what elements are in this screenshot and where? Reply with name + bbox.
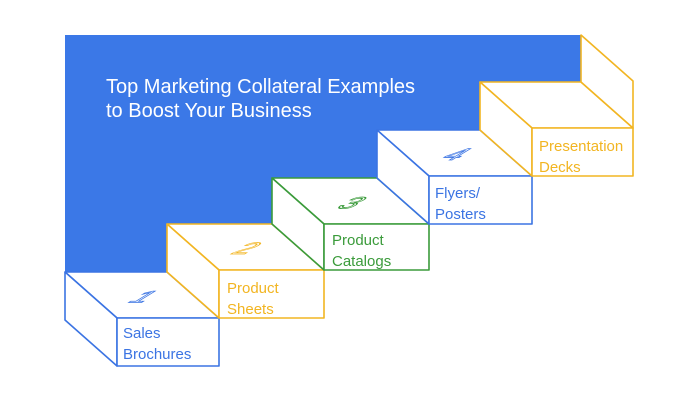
step-4-label-line-2: Posters — [435, 206, 486, 223]
step-4-block — [376, 129, 533, 225]
step-1-label-line-1: Sales — [123, 325, 161, 342]
step-5-label-line-2: Decks — [539, 159, 581, 176]
blue-background-panel — [65, 35, 581, 272]
step-5-label: Presentation Decks — [539, 136, 623, 178]
step-2-label: Product Sheets — [227, 278, 279, 320]
step-4-label: Flyers/ Posters — [435, 183, 486, 225]
step-3-label-line-1: Product — [332, 232, 384, 249]
step-1-label: Sales Brochures — [123, 323, 191, 365]
step-4-label-line-1: Flyers/ — [435, 185, 480, 202]
step-1-label-line-2: Brochures — [123, 346, 192, 363]
title-line-1: Top Marketing Collateral Examples — [106, 76, 416, 98]
page-title: Top Marketing Collateral Examples to Boo… — [106, 75, 426, 123]
step-3-label: Product Catalogs — [332, 230, 391, 272]
step-2-label-line-2: Sheets — [227, 301, 274, 318]
step-3-label-line-2: Catalogs — [332, 253, 392, 270]
title-line-2: to Boost Your Business — [106, 100, 312, 122]
step-2-label-line-1: Product — [227, 280, 279, 297]
step-5-block — [479, 34, 634, 177]
step-2-block — [166, 223, 325, 319]
step-1-block — [64, 271, 220, 367]
step-5-label-line-1: Presentation — [539, 138, 624, 155]
